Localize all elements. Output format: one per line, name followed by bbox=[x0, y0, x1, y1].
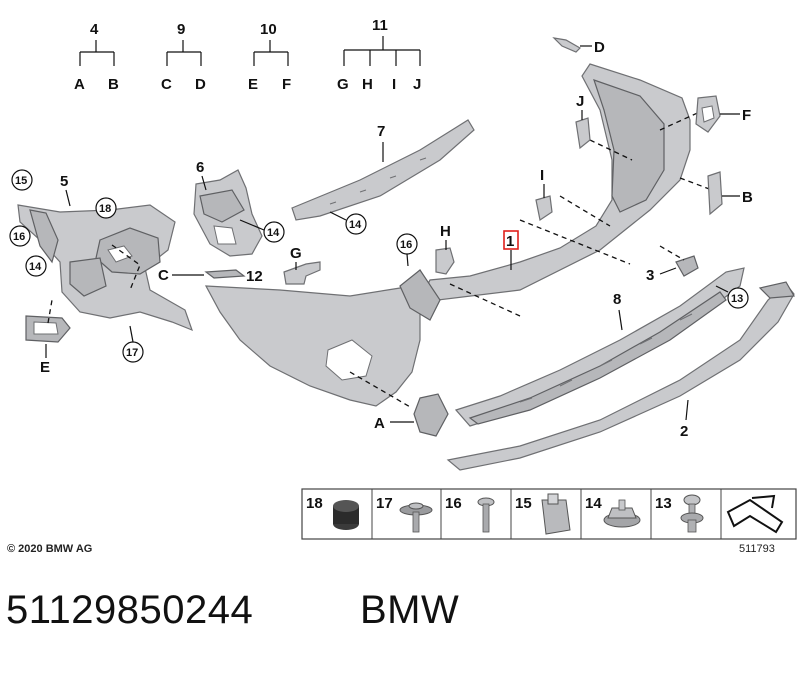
label-14-part7: 14 bbox=[349, 219, 362, 231]
legend-item-18: 18 bbox=[306, 495, 359, 530]
callout-14-left: 14 bbox=[25, 255, 47, 277]
part-D-strip: D bbox=[552, 37, 605, 56]
label-14-part6: 14 bbox=[267, 227, 280, 239]
legend-item-14: 14 bbox=[585, 495, 641, 528]
part-12-clip: 12 C bbox=[158, 267, 263, 285]
group-tree-10: 10 E F bbox=[248, 21, 291, 93]
flat-head-screw-icon bbox=[477, 497, 495, 533]
label-12: 12 bbox=[246, 268, 263, 285]
legend-num-16: 16 bbox=[445, 495, 462, 512]
label-8: 8 bbox=[613, 291, 621, 308]
label-9: 9 bbox=[177, 21, 185, 38]
part-3-cap: 3 bbox=[646, 245, 699, 284]
callout-A-label: A bbox=[374, 415, 385, 432]
screw-with-washer-icon bbox=[399, 502, 433, 533]
part-number: 51129850244 bbox=[6, 588, 254, 632]
callout-13-right: 13 bbox=[715, 285, 749, 309]
hex-nut-icon bbox=[603, 499, 641, 528]
label-13-right: 13 bbox=[731, 293, 743, 305]
part-G-bracket: G bbox=[283, 245, 321, 285]
clip-nut-icon bbox=[541, 493, 571, 535]
legend-item-sheet-metal bbox=[726, 494, 784, 534]
part-B-bracket: B bbox=[707, 171, 753, 216]
label-14-left: 14 bbox=[29, 261, 42, 273]
part-J-bracket: J bbox=[575, 93, 591, 150]
part-8-carrier: 8 bbox=[454, 267, 745, 427]
part-6-bracket: 6 bbox=[193, 159, 263, 257]
legend-item-15: 15 bbox=[515, 493, 571, 535]
callout-F: F bbox=[742, 107, 751, 124]
label-16-mid: 16 bbox=[400, 239, 412, 251]
label-I: I bbox=[392, 76, 396, 93]
callout-14-part7: 14 bbox=[329, 211, 367, 235]
callout-18-left: 18 bbox=[95, 197, 117, 219]
part-H-bracket: H bbox=[435, 223, 455, 275]
copyright-text: © 2020 BMW AG bbox=[7, 543, 93, 555]
label-3: 3 bbox=[646, 267, 654, 284]
group-tree-4: 4 A B bbox=[74, 21, 119, 93]
legend-num-13: 13 bbox=[655, 495, 672, 512]
label-G: G bbox=[337, 76, 349, 93]
callout-C: C bbox=[158, 267, 169, 284]
diagram-number: 511793 bbox=[739, 543, 775, 555]
label-F: F bbox=[282, 76, 291, 93]
part-5-side-bracket: 5 E bbox=[17, 173, 194, 376]
label-E: E bbox=[248, 76, 258, 93]
callout-15-left: 15 bbox=[11, 169, 33, 191]
callout-14-part6: 14 bbox=[239, 219, 285, 243]
label-5: 5 bbox=[60, 173, 68, 190]
label-4: 4 bbox=[90, 21, 99, 38]
callout-H: H bbox=[440, 223, 451, 240]
label-6: 6 bbox=[196, 159, 204, 176]
part-7-upper-strip: 7 bbox=[291, 119, 475, 221]
label-C: C bbox=[161, 76, 172, 93]
legend-num-17: 17 bbox=[376, 495, 393, 512]
label-11: 11 bbox=[372, 17, 388, 34]
label-15: 15 bbox=[15, 175, 27, 187]
legend-num-15: 15 bbox=[515, 495, 532, 512]
label-1: 1 bbox=[506, 233, 514, 250]
callout-B: B bbox=[742, 189, 753, 206]
group-tree-9: 9 C D bbox=[161, 21, 206, 93]
expanding-rivet-icon bbox=[680, 494, 704, 533]
callout-G: G bbox=[290, 245, 302, 262]
label-7: 7 bbox=[377, 123, 385, 140]
label-D: D bbox=[195, 76, 206, 93]
callout-J: J bbox=[576, 93, 584, 110]
callout-D: D bbox=[594, 39, 605, 56]
sheet-metal-bracket-icon bbox=[726, 494, 784, 534]
callout-I: I bbox=[540, 167, 544, 184]
callout-A: A bbox=[374, 415, 414, 432]
legend-strip: 18 17 16 15 bbox=[301, 488, 797, 540]
callout-16-left: 16 bbox=[9, 225, 31, 247]
callout-1-highlight: 1 bbox=[503, 230, 519, 270]
part-2-lower-trim: 2 bbox=[446, 281, 795, 471]
callout-17-left: 17 bbox=[122, 325, 144, 363]
part-1-bumper-cover bbox=[204, 63, 713, 437]
label-A: A bbox=[74, 76, 85, 93]
label-J: J bbox=[413, 76, 421, 93]
group-tree-11: 11 G H I J bbox=[337, 17, 421, 93]
rubber-buffer-icon bbox=[333, 500, 359, 530]
callout-E: E bbox=[40, 359, 50, 376]
part-I-bracket: I bbox=[535, 167, 553, 221]
label-17-left: 17 bbox=[126, 347, 138, 359]
label-10: 10 bbox=[260, 21, 277, 38]
label-18-left: 18 bbox=[99, 203, 111, 215]
part-F-grommet: F bbox=[695, 95, 751, 133]
label-H: H bbox=[362, 76, 373, 93]
label-16-left: 16 bbox=[13, 231, 25, 243]
brand-name: BMW bbox=[360, 588, 460, 632]
legend-item-13: 13 bbox=[655, 494, 704, 533]
legend-item-16: 16 bbox=[445, 495, 495, 533]
callout-16-mid: 16 bbox=[396, 233, 418, 267]
label-2: 2 bbox=[680, 423, 688, 440]
legend-num-14: 14 bbox=[585, 495, 602, 512]
legend-num-18: 18 bbox=[306, 495, 323, 512]
legend-item-17: 17 bbox=[376, 495, 433, 533]
label-B: B bbox=[108, 76, 119, 93]
